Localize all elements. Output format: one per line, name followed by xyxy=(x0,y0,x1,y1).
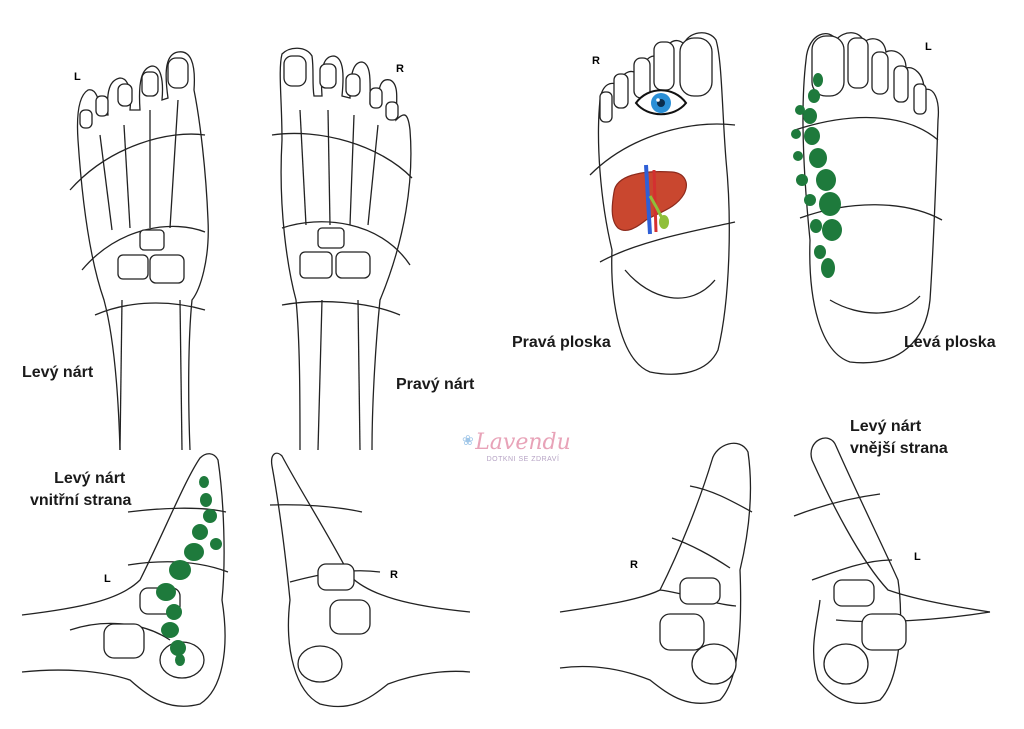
label-left-outer-line1: Levý nárt xyxy=(850,418,922,435)
side-mark-left: L xyxy=(74,71,81,83)
butterfly-icon: ❀ xyxy=(462,432,474,448)
spine-zone-left-sole xyxy=(791,73,842,278)
side-mark-right-outer: R xyxy=(630,559,638,571)
label-left-sole: Levá ploska xyxy=(904,334,996,351)
spine-zone-inner xyxy=(156,476,222,666)
label-right-sole: Pravá ploska xyxy=(512,334,611,351)
side-mark-right-inner: R xyxy=(390,569,398,581)
label-left-dorsum: Levý nárt xyxy=(22,364,94,381)
foot-right-outer xyxy=(559,442,753,704)
label-left-inner-line1: Levý nárt xyxy=(54,470,126,487)
side-mark-left-inner: L xyxy=(104,573,111,585)
foot-left-sole xyxy=(794,32,943,364)
foot-left-dorsum xyxy=(69,51,209,451)
side-mark-left-outer: L xyxy=(914,551,921,563)
side-mark-right-sole: R xyxy=(592,55,600,67)
side-mark-left-sole: L xyxy=(925,41,932,53)
side-mark-right: R xyxy=(396,63,404,75)
lavendu-logo: ❀ Lavendu DOTKNI SE ZDRAVÍ xyxy=(458,430,588,463)
label-left-outer: Levý nárt vnější strana xyxy=(850,416,948,460)
logo-tagline: DOTKNI SE ZDRAVÍ xyxy=(486,456,560,463)
eye-icon xyxy=(634,89,688,116)
logo-name: Lavendu xyxy=(475,430,571,455)
foot-right-inner xyxy=(269,452,471,708)
label-right-dorsum: Pravý nárt xyxy=(396,376,475,393)
foot-right-dorsum xyxy=(271,47,413,451)
label-left-inner-line2: vnitřní strana xyxy=(30,492,132,509)
label-left-inner: Levý nárt vnitřní strana xyxy=(30,468,131,512)
foot-left-outer xyxy=(793,437,991,705)
liver-icon xyxy=(611,164,687,235)
label-left-outer-line2: vnější strana xyxy=(850,440,948,457)
